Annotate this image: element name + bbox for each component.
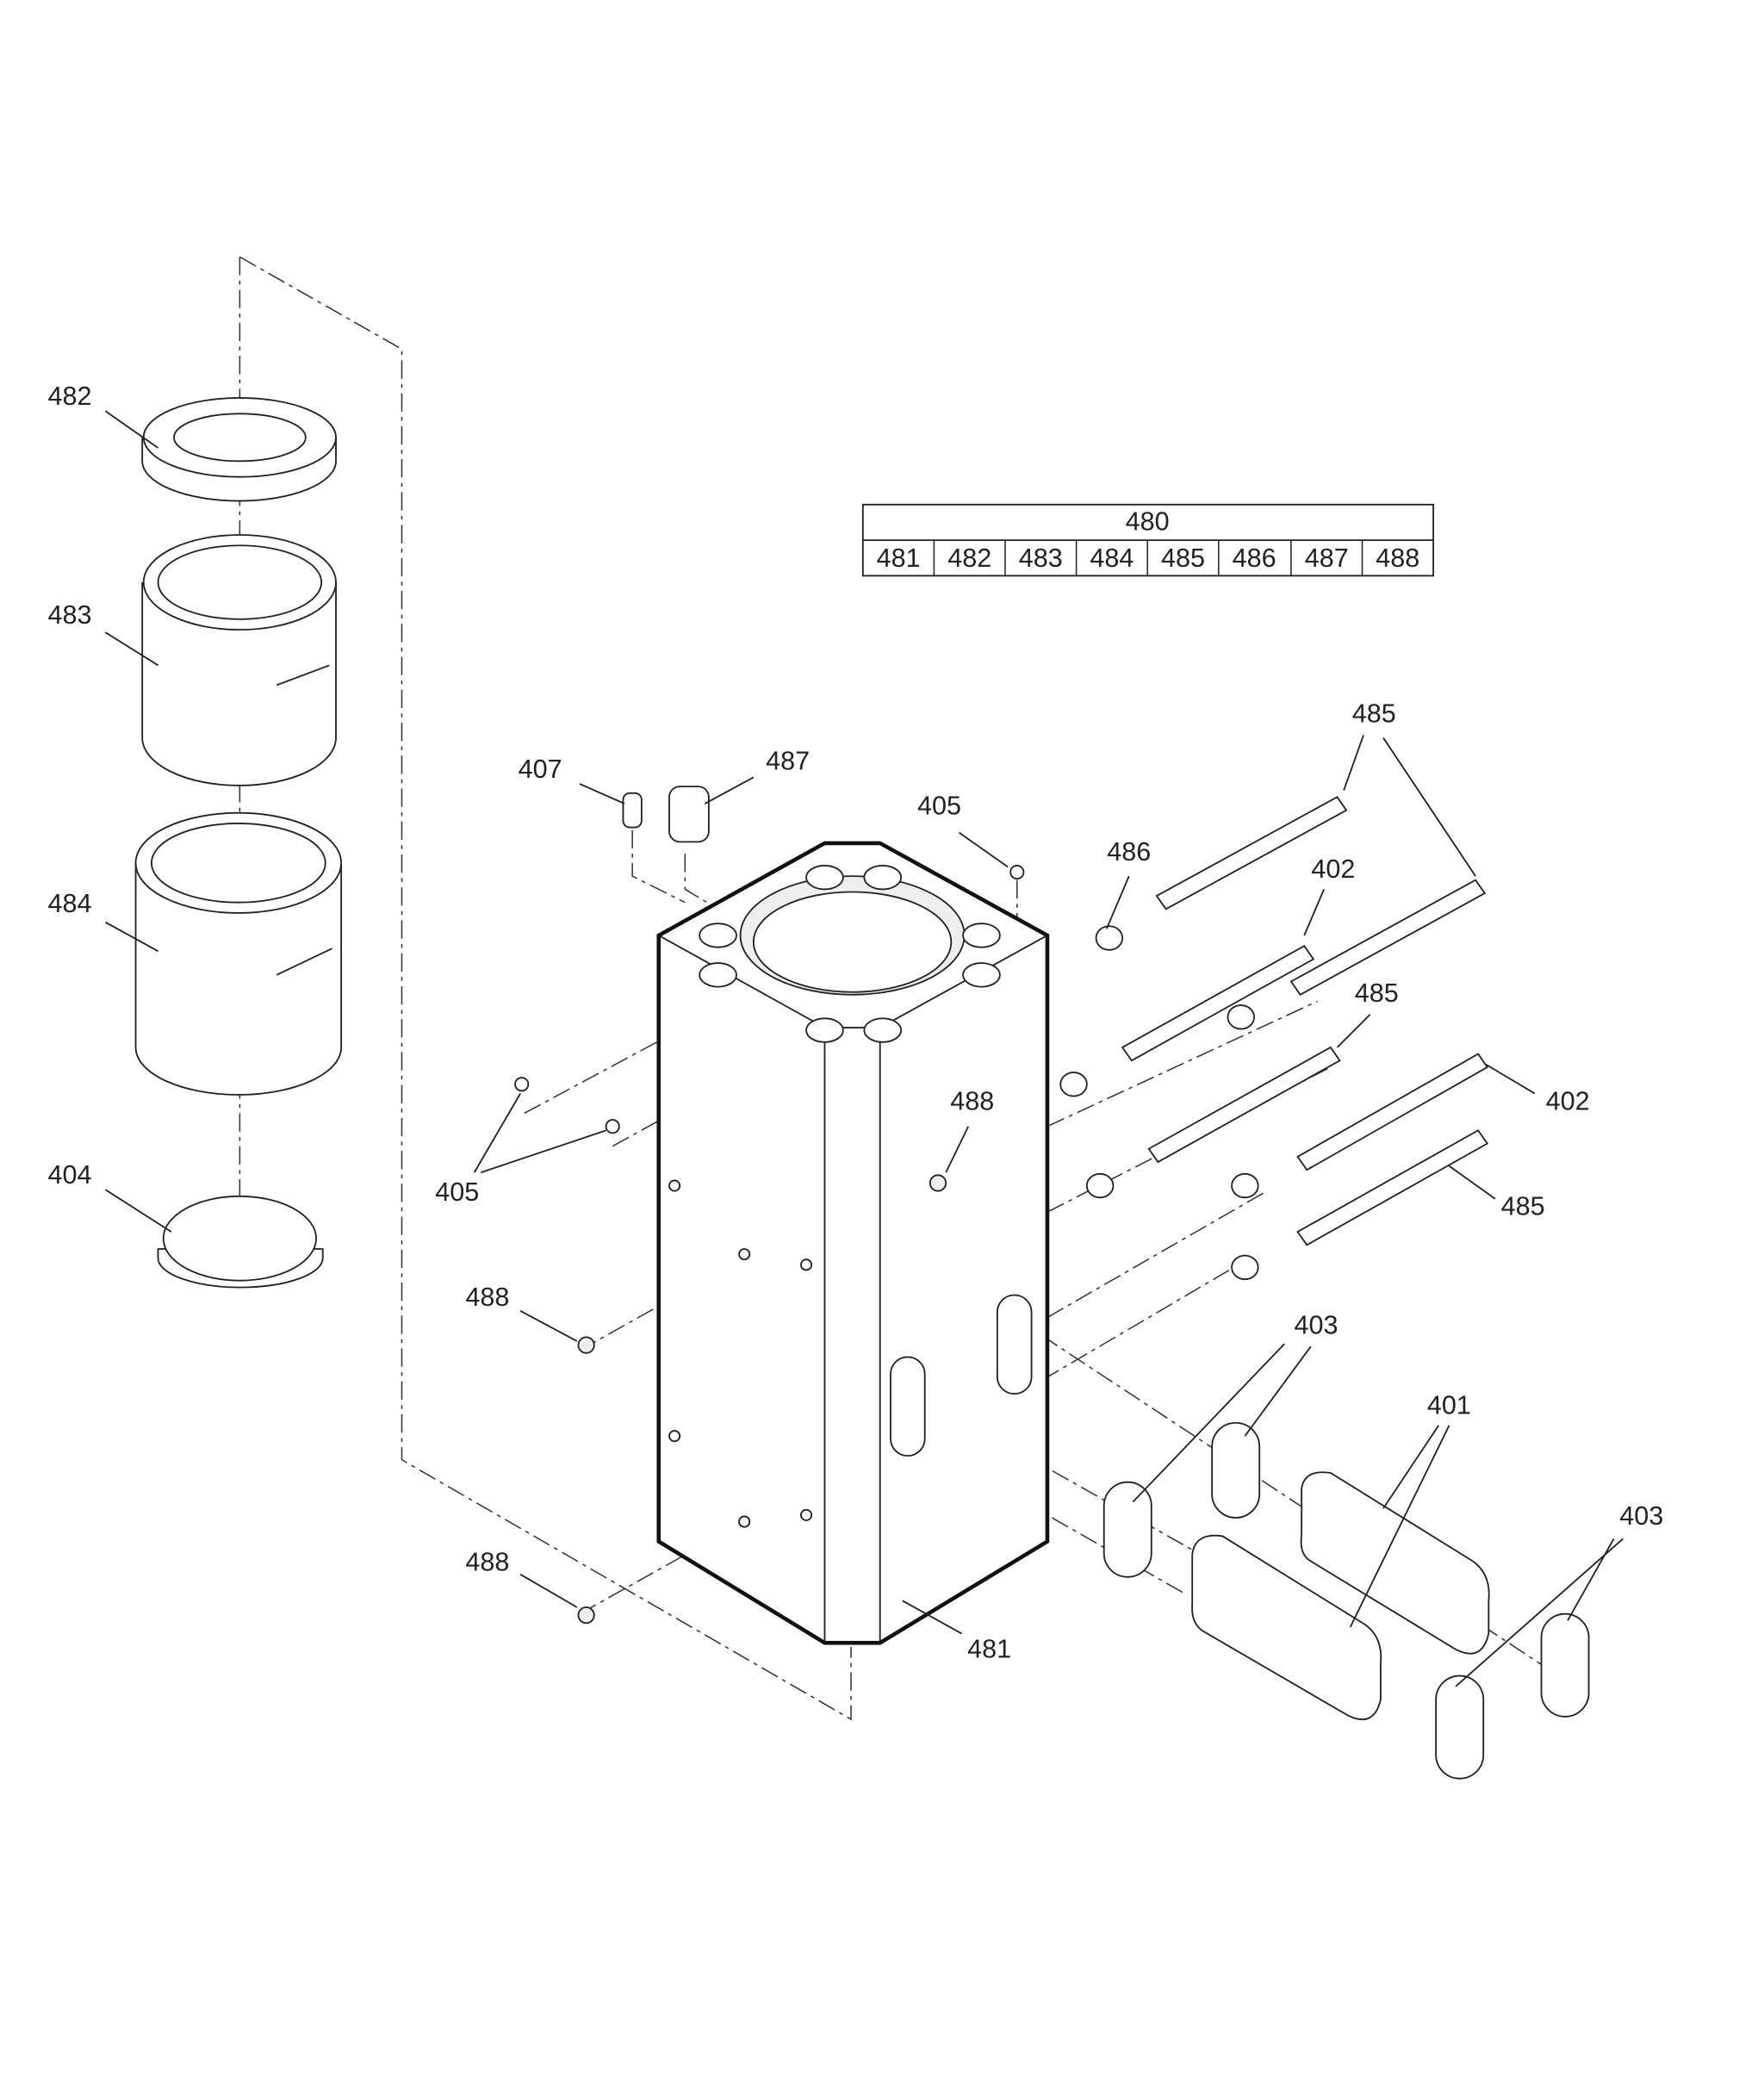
table-cell: 486 [1233, 544, 1276, 573]
table-cell: 485 [1161, 544, 1205, 573]
part-407-pin [622, 792, 643, 829]
callout-483: 483 [48, 600, 92, 630]
callout-402: 402 [1546, 1086, 1590, 1115]
part-487-bushing [668, 786, 710, 843]
callout-labels: 482 483 484 404 407 487 405 486 485 402 … [48, 382, 1664, 1664]
part-482-ring [141, 397, 337, 502]
callout-407: 407 [519, 755, 562, 784]
callout-402: 402 [1311, 854, 1355, 884]
parts-488-plugs [577, 1174, 947, 1625]
callout-485: 485 [1501, 1192, 1545, 1221]
table-cell: 487 [1305, 544, 1349, 573]
callout-486: 486 [1107, 837, 1151, 867]
assembly-table: 480 481 482 483 484 485 486 487 488 [861, 503, 1435, 577]
table-cell: 482 [947, 544, 991, 573]
table-assembly-number: 480 [1126, 506, 1170, 536]
table-cell: 483 [1019, 544, 1063, 573]
part-404-cap [157, 1195, 324, 1289]
table-cell: 481 [877, 544, 921, 573]
callout-481: 481 [967, 1635, 1011, 1664]
callout-403: 403 [1294, 1310, 1338, 1339]
callout-488: 488 [950, 1086, 994, 1115]
callout-487: 487 [766, 747, 810, 776]
part-484-sleeve [134, 811, 343, 1096]
parts-405-rings [514, 864, 1025, 1134]
callout-401: 401 [1427, 1391, 1471, 1420]
callout-488: 488 [465, 1548, 509, 1577]
callout-488: 488 [465, 1283, 509, 1312]
callout-485: 485 [1352, 699, 1396, 729]
callout-403: 403 [1619, 1501, 1663, 1531]
callout-404: 404 [48, 1160, 92, 1190]
table-cell: 484 [1090, 544, 1134, 573]
callout-482: 482 [48, 382, 92, 411]
callout-405: 405 [435, 1177, 479, 1207]
parts-403-401-blocks [1102, 1421, 1590, 1780]
callout-484: 484 [48, 889, 92, 918]
part-481-body [656, 841, 1050, 1645]
table-cell: 488 [1376, 544, 1419, 573]
callout-485: 485 [1355, 978, 1399, 1008]
leader-lines [104, 410, 1624, 1687]
part-483-sleeve [141, 534, 337, 786]
parts-485-402-rods [1059, 796, 1489, 1281]
callout-405: 405 [917, 792, 961, 821]
